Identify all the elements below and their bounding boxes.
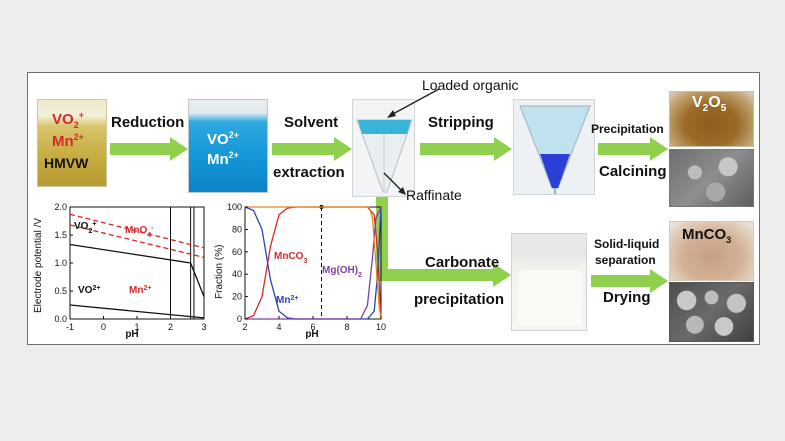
chart1-vo2plus-label: VO2+: [74, 221, 96, 235]
chart2-mnco3-label: MnCO3: [274, 251, 307, 265]
chart2-series-line: [244, 206, 382, 320]
chart2-mn2-label: Mn2+: [276, 295, 298, 307]
arrow-calcining: [598, 137, 668, 161]
chart2-y-tick-label: 20: [232, 292, 242, 302]
label-carbonate: Carbonate: [425, 254, 500, 271]
chart2-y-tick-label: 100: [227, 202, 242, 212]
label-precipitation: Precipitation: [591, 122, 664, 136]
chart1-vo2-label: VO2+: [78, 285, 100, 297]
chart2-x-tick-label: 2: [242, 322, 247, 332]
chart1-x-tick-label: 1: [134, 322, 139, 332]
hmvw-beaker-photo: VO2+ Mn2+ HMVW: [37, 99, 107, 187]
raffinate-pointer: [383, 172, 406, 195]
label-loaded-organic: Loaded organic: [422, 77, 519, 93]
separatory-funnel-photo: [352, 99, 415, 197]
chart2-x-tick-label: 4: [276, 322, 281, 332]
reduced-beaker-photo: VO2+ Mn2+: [188, 99, 268, 193]
mnco3-label: MnCO3: [682, 226, 732, 245]
chart1-mn2-label: Mn2+: [129, 285, 151, 297]
v2o5-product-photo: V2O5: [669, 91, 754, 147]
chart2-y-tick-label: 60: [232, 247, 242, 257]
chart1-x-tick-label: 0: [101, 322, 106, 332]
chart2-mgoh2-label: Mg(OH)2: [322, 265, 362, 279]
chart1-y-tick-label: 1.0: [54, 258, 67, 268]
beaker1-vo2-label: VO2+: [52, 110, 84, 130]
label-calcining: Calcining: [599, 163, 667, 180]
beaker1-hmvw-label: HMVW: [44, 155, 89, 171]
mnco3-sem-image: [669, 282, 754, 342]
chart1-x-tick-label: -1: [66, 322, 74, 332]
arrow-stripping: [420, 137, 512, 161]
potential-ph-chart: Electrode potential /V -1 0 1 2 3 0.0 0.5 1.0 1.…: [33, 202, 207, 340]
chart2-x-tick-label: 10: [376, 322, 386, 332]
carbonate-beaker-photo: [511, 233, 587, 331]
chart1-y-tick-label: 2.0: [54, 202, 67, 212]
chart1-mno4-label: MnO4-: [125, 225, 154, 239]
beaker1-mn-label: Mn2+: [52, 132, 84, 150]
v2o5-sem-image: [669, 149, 754, 207]
chart1-series-line: [69, 304, 205, 319]
label-drying: Drying: [603, 289, 651, 306]
label-stripping: Stripping: [428, 114, 494, 131]
chart2-x-tick-label: 6: [310, 322, 315, 332]
white-precipitate: [518, 270, 582, 326]
arrow-drying: [591, 269, 668, 293]
arrow-raffinate-path: [376, 197, 511, 287]
chart1-series-line: [69, 224, 205, 259]
chart2-y-tick-label: 0: [237, 314, 242, 324]
chart1-xlabel: pH: [125, 329, 138, 340]
chart2-x-tick-label: 8: [344, 322, 349, 332]
stripping-funnel-drawing: [519, 105, 591, 194]
chart1-series-line: [69, 213, 205, 249]
chart1-y-tick-label: 0.5: [54, 286, 67, 296]
label-raffinate: Raffinate: [406, 187, 462, 203]
chart2-series-line: [245, 206, 382, 320]
funnel-drawing: [356, 119, 413, 193]
chart1-y-tick-label: 1.5: [54, 230, 67, 240]
chart1-series-line: [69, 243, 205, 297]
label-separation: separation: [595, 253, 656, 267]
chart2-xlabel: pH: [305, 329, 318, 340]
chart1-ylabel: Electrode potential /V: [33, 218, 44, 313]
chart1-y-tick-label: 0.0: [54, 314, 67, 324]
chart2-ylabel: Fraction (%): [214, 245, 225, 299]
chart1-plot-frame: [69, 206, 205, 320]
chart2-series-line: [244, 206, 382, 320]
label-reduction: Reduction: [111, 114, 185, 131]
chart2-series-line: [245, 206, 382, 320]
v2o5-label: V2O5: [692, 94, 727, 115]
chart2-y-tick-label: 80: [232, 224, 242, 234]
arrow-extraction: [272, 137, 352, 161]
stripping-funnel-photo: [513, 99, 595, 195]
figure-frame: VO2+ Mn2+ HMVW VO2+ Mn2+ V2O5 MnCO3: [27, 72, 760, 345]
label-solvent: Solvent: [284, 114, 339, 131]
beaker2-vo-label: VO2+: [207, 130, 239, 148]
label-solid-liquid: Solid-liquid: [594, 237, 660, 251]
label-carbonate-precipitation: precipitation: [414, 291, 505, 308]
chart1-x-tick-label: 3: [201, 322, 206, 332]
loaded-organic-pointer: [387, 88, 440, 118]
chart2-plot-frame: [244, 206, 382, 320]
label-extraction: extraction: [273, 164, 345, 181]
chart1-x-tick-label: 2: [168, 322, 173, 332]
chart2-y-tick-label: 40: [232, 269, 242, 279]
arrow-reduction: [110, 137, 188, 161]
mnco3-product-photo: MnCO3: [669, 221, 754, 281]
beaker2-mn-label: Mn2+: [207, 150, 239, 168]
